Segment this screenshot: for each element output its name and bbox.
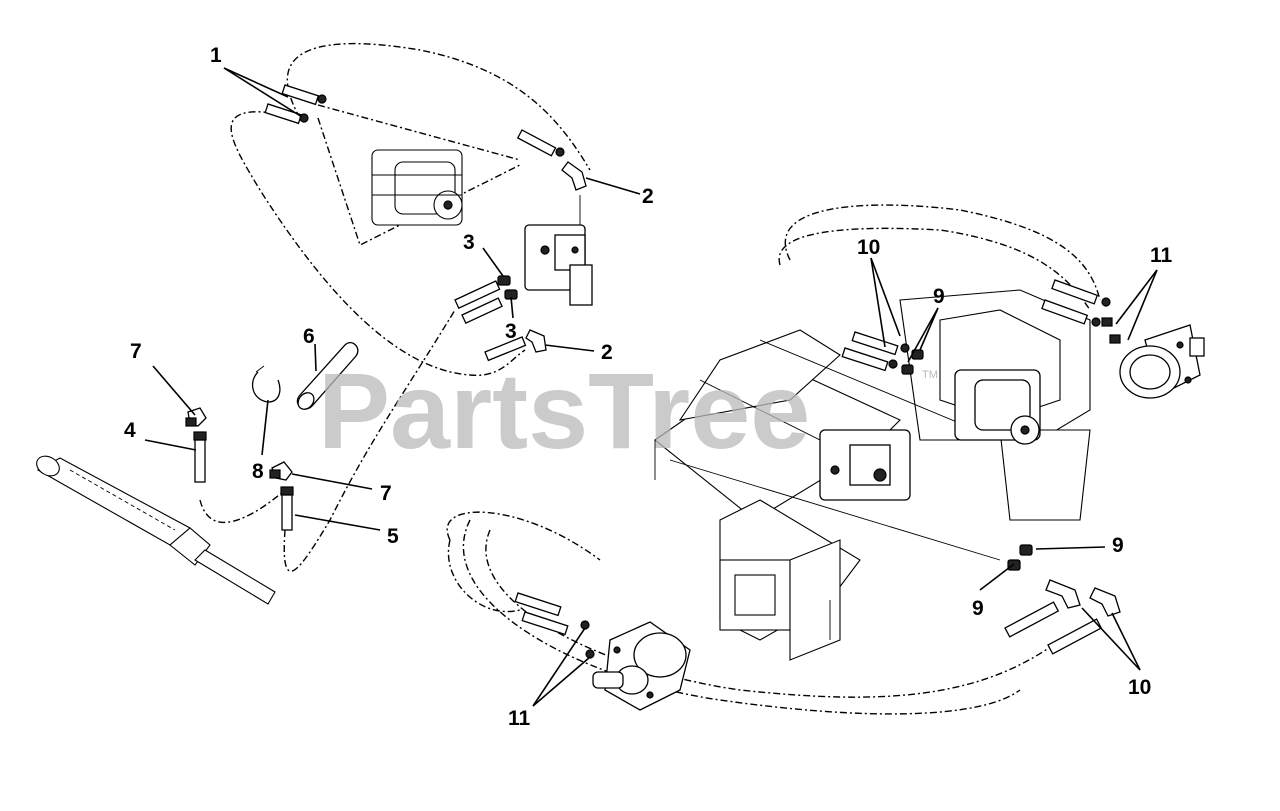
hose-routes [199, 42, 1101, 715]
hose-assembly-1b [264, 103, 309, 125]
callout-8: 8 [252, 460, 264, 483]
tandem-pump-top [371, 149, 463, 226]
tractor-frame [654, 289, 1091, 661]
hose-assembly-11-bottom [514, 592, 595, 659]
hose-route-right-top-2 [778, 227, 1091, 311]
hose-route-cylinder-a [199, 489, 286, 524]
hose-route-lower-loop [446, 511, 601, 613]
callout-10-lower: 10 [1128, 676, 1151, 699]
callout-9-upper: 9 [933, 285, 945, 308]
watermark-text: PartsTree [318, 350, 810, 471]
hose-end-2b [484, 336, 527, 362]
hose-4 [193, 431, 207, 483]
callout-6: 6 [303, 325, 315, 348]
adapter-9-top [901, 349, 924, 375]
wheel-motor-right [1119, 324, 1205, 399]
watermark-trademark: TM [922, 369, 938, 381]
hose-sleeve [296, 342, 359, 410]
elbow-fitting-2a [561, 161, 587, 191]
valve-hoses [454, 280, 503, 325]
hose-assembly-11-top [1041, 279, 1121, 344]
elbow-fitting-7a [185, 407, 207, 427]
hose-5 [280, 486, 294, 531]
hose-route-left-loop [230, 111, 526, 376]
callout-3-lower: 3 [505, 320, 517, 343]
callout-11-lower: 11 [508, 707, 531, 730]
elbow-fitting-10-bottom [1045, 579, 1121, 617]
control-valve-frame [819, 429, 911, 501]
callout-2-upper: 2 [642, 185, 654, 208]
elbow-fitting-2b [525, 329, 547, 353]
hose-assembly-10-top [841, 331, 910, 372]
hose-clamp [251, 365, 281, 403]
watermark: PartsTree TM [318, 350, 938, 471]
callout-7-upper: 7 [130, 340, 142, 363]
callout-9-right: 9 [1112, 534, 1124, 557]
callout-5: 5 [387, 525, 399, 548]
hose-route-bottom-long-2 [485, 529, 1061, 698]
lift-cylinder [36, 455, 276, 605]
callout-9-lower: 9 [972, 597, 984, 620]
control-valve [524, 195, 593, 306]
hose-route-bottom-long [462, 519, 1021, 715]
callout-3-upper: 3 [463, 231, 475, 254]
callout-2-lower: 2 [601, 341, 613, 364]
callout-1: 1 [210, 44, 222, 67]
callout-4: 4 [124, 419, 136, 442]
hose-route-top-loop [286, 42, 591, 171]
leader-lines [144, 67, 1158, 707]
hose-route-pump-lines [317, 104, 521, 246]
hose-assembly-1a [281, 84, 327, 106]
tandem-pump-frame [954, 369, 1041, 445]
callout-7-lower: 7 [380, 482, 392, 505]
wheel-motor-left [592, 621, 691, 711]
callout-labels: 1 2 3 3 2 6 7 4 8 7 5 10 9 11 9 9 10 11 [124, 44, 1173, 730]
elbow-fitting-7b [269, 461, 293, 481]
hose-end-top-right [516, 129, 565, 157]
hose-route-right-top [784, 204, 1101, 301]
hose-assembly-10-bottom [1004, 601, 1103, 655]
adapter-3a [497, 275, 511, 286]
hose-route-cylinder-b [283, 309, 456, 572]
callout-11-upper: 11 [1150, 244, 1173, 267]
callout-10-upper: 10 [857, 236, 880, 259]
